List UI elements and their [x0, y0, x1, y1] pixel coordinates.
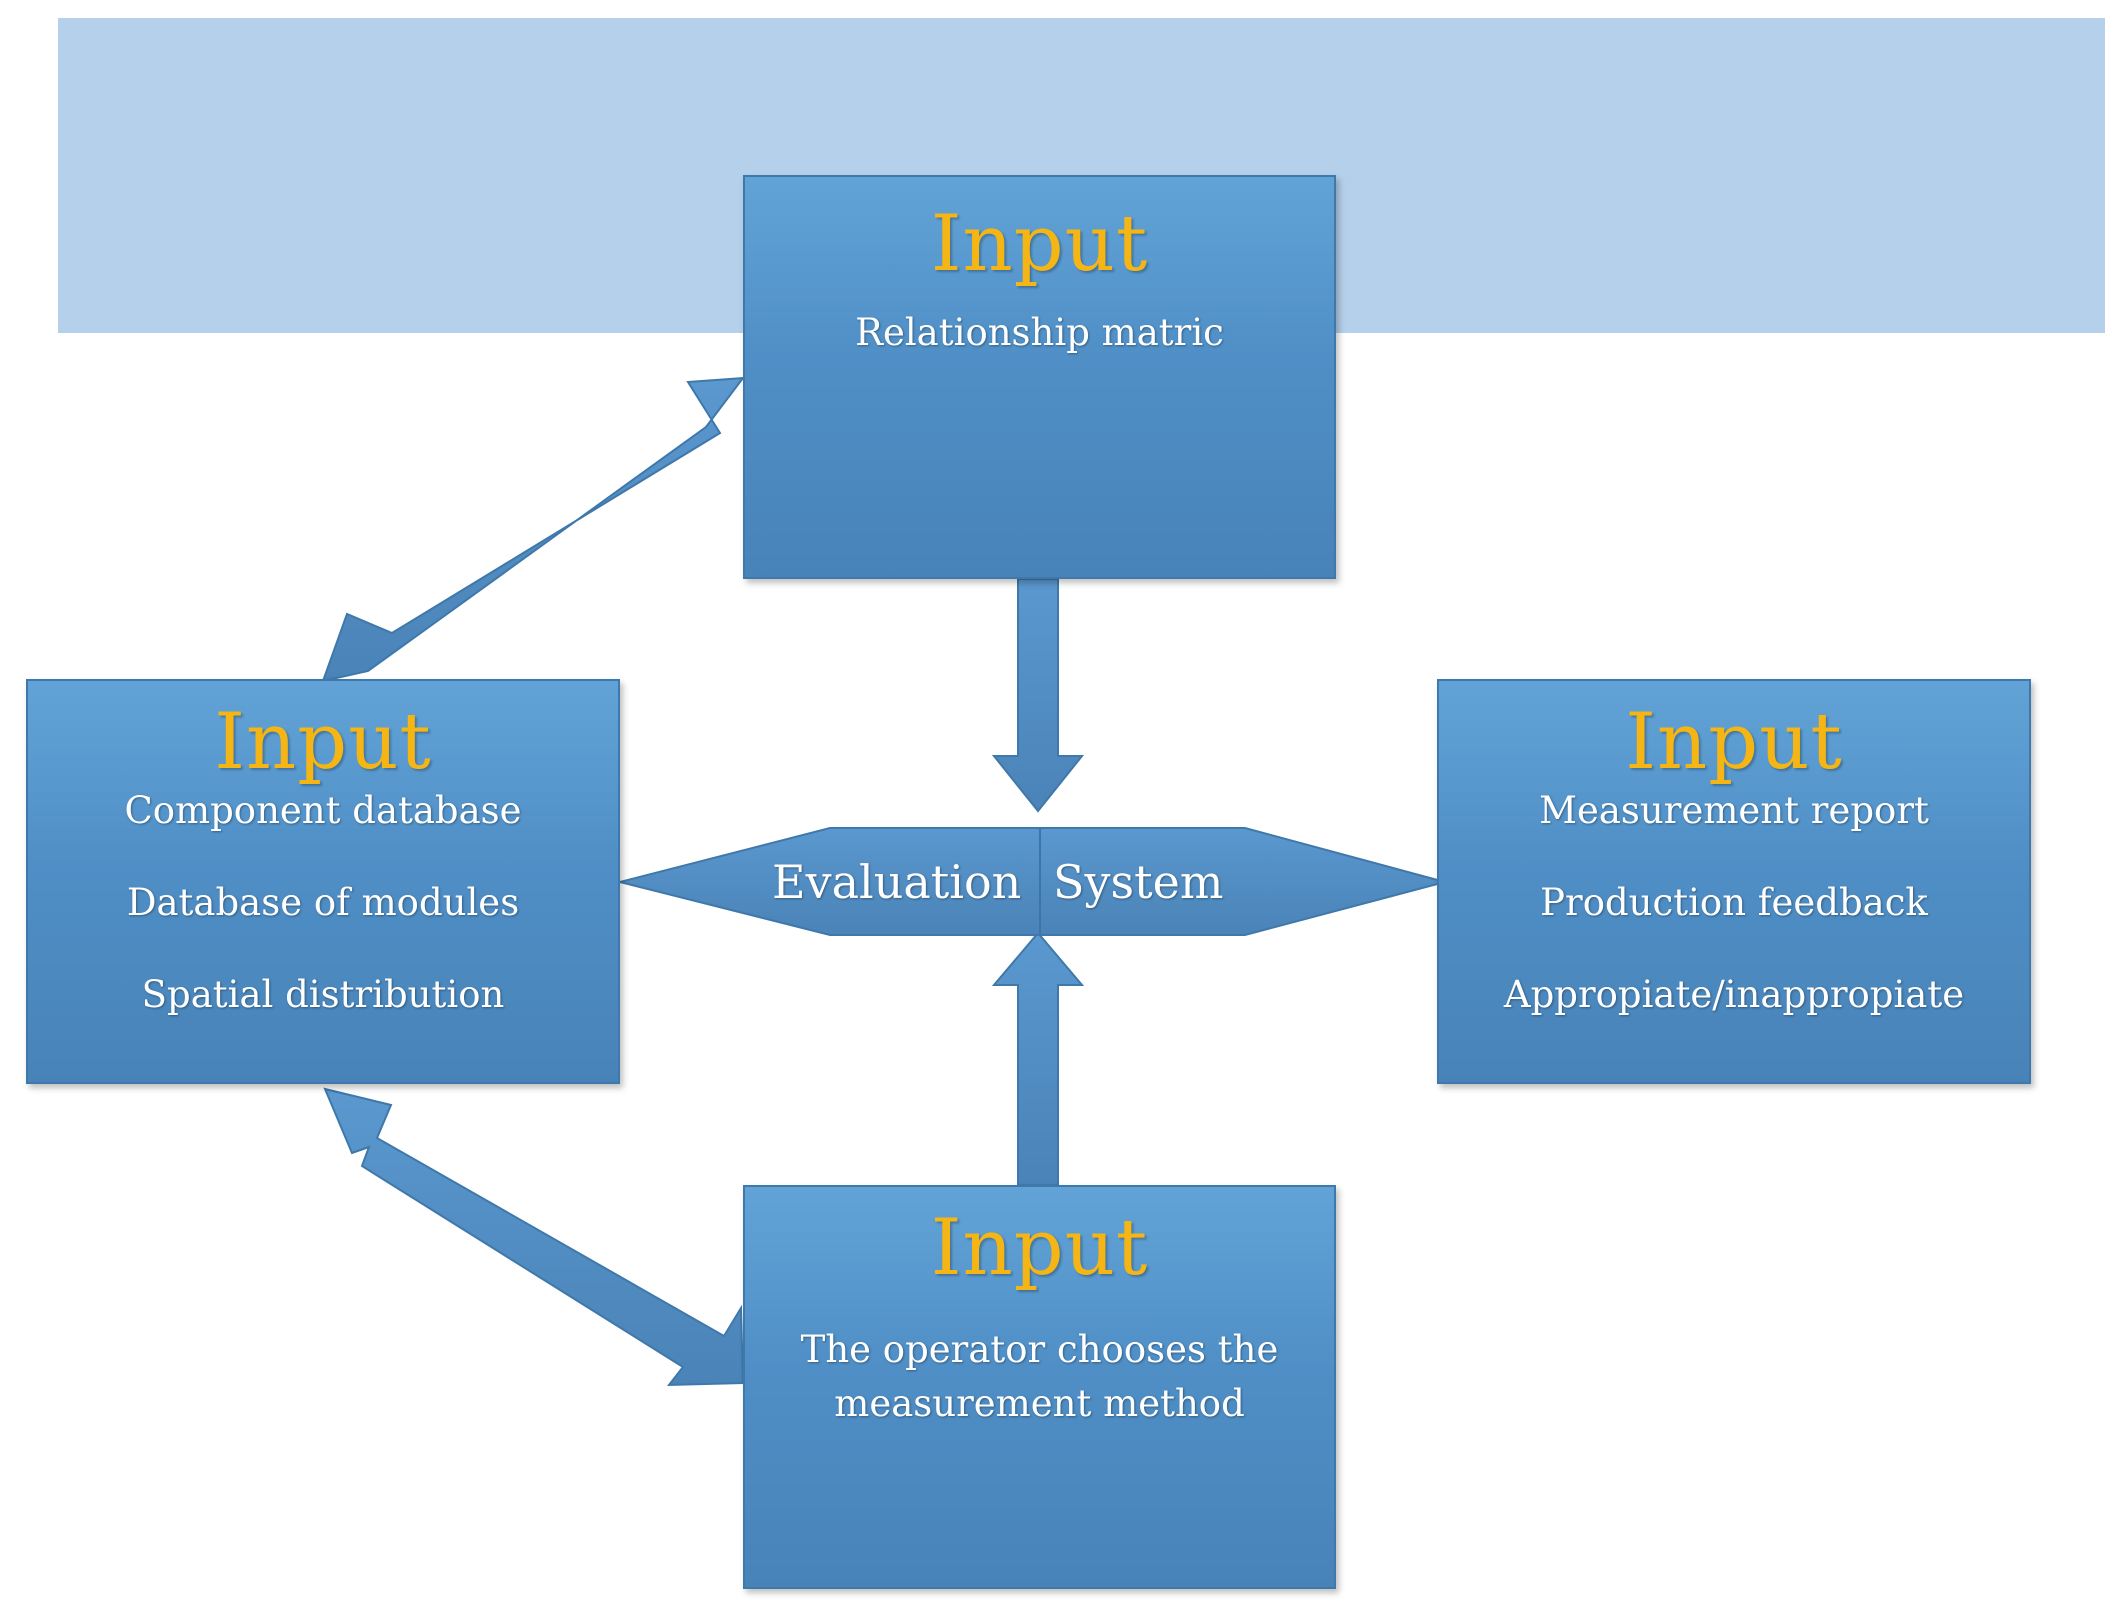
- description-line: measurement method: [834, 1381, 1245, 1425]
- input-title-top: Input: [930, 199, 1149, 289]
- relationship-matric-label: Relationship matric: [855, 311, 1224, 354]
- input-title-right: Input: [1625, 697, 1843, 787]
- evaluation-system-shape: [619, 827, 1449, 936]
- arrow-top-to-center: [991, 578, 1085, 813]
- right-input-list: Measurement report Production feedback A…: [1439, 765, 2029, 1041]
- left-input-list: Component database Database of modules S…: [28, 765, 618, 1041]
- evaluation-label: Evaluation: [772, 855, 1022, 909]
- input-box-top: Input Relationship matric: [743, 175, 1336, 579]
- list-item: Component database: [124, 789, 522, 832]
- input-box-bottom: Input The operator chooses the measureme…: [743, 1185, 1336, 1589]
- input-box-right: Input Measurement report Production feed…: [1437, 679, 2031, 1084]
- input-box-left: Input Component database Database of mod…: [26, 679, 620, 1084]
- list-item: Spatial distribution: [141, 973, 505, 1016]
- list-item: Measurement report: [1539, 789, 1929, 832]
- operator-description: The operator chooses the measurement met…: [745, 1323, 1334, 1430]
- arrow-bottom-to-center: [991, 931, 1085, 1186]
- list-item: Appropiate/inappropiate: [1503, 973, 1965, 1016]
- input-title-bottom: Input: [930, 1203, 1149, 1293]
- description-line: The operator chooses the: [800, 1328, 1279, 1371]
- list-item: Database of modules: [126, 881, 520, 924]
- arrow-left-top-double: [321, 376, 746, 683]
- system-label: System: [1053, 855, 1224, 909]
- list-item: Production feedback: [1540, 881, 1928, 924]
- input-title-left: Input: [214, 697, 432, 787]
- arrow-left-bottom-double: [323, 1087, 745, 1387]
